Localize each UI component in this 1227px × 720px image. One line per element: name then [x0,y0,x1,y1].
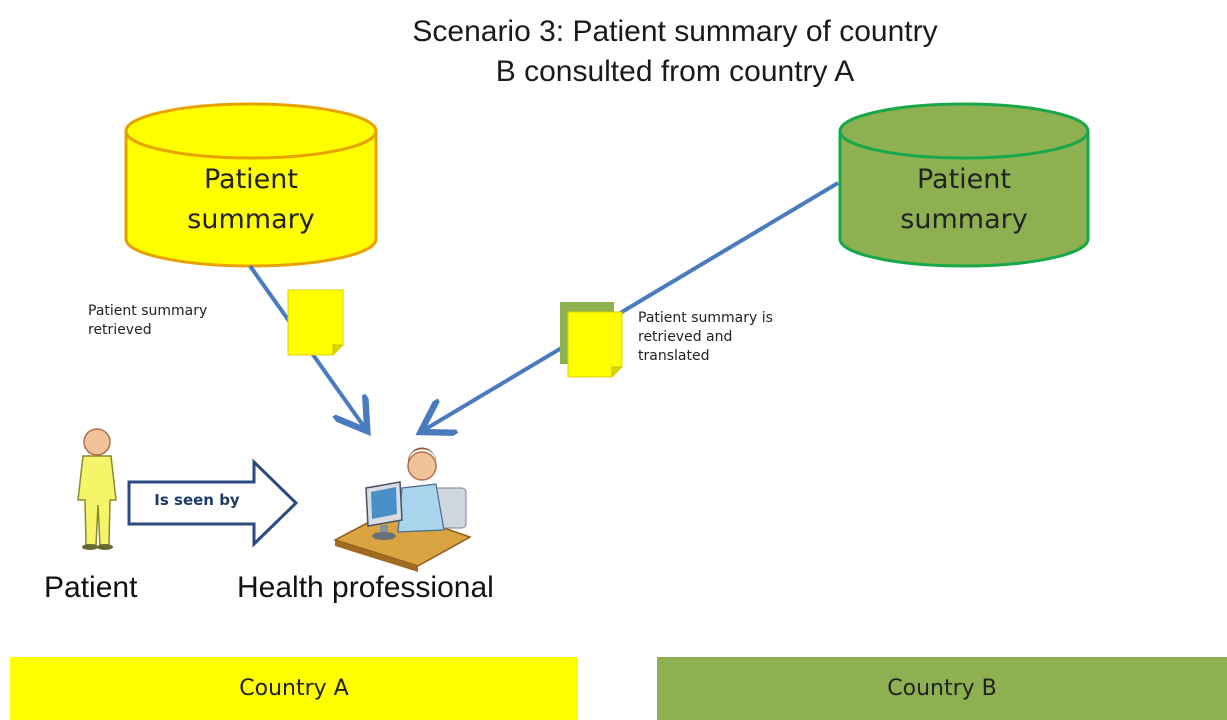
arrow-b-to-professional [424,181,840,430]
database-b-icon [838,102,1090,268]
annotation-b-line2: retrieved and [638,329,733,345]
country-b-bar: Country B [657,657,1227,720]
patient-figure-icon [77,428,117,550]
database-a-label-line2: summary [187,204,315,235]
database-a-label-line1: Patient [203,164,298,195]
diagram-title-line2: B consulted from country A [495,55,855,88]
annotation-a: Patient summary retrieved [88,302,207,340]
annotation-b: Patient summary is retrieved and transla… [638,309,773,366]
database-b-label-line2: summary [900,204,1028,235]
database-b-label-line1: Patient [916,164,1011,195]
database-a-label: Patient summary [151,160,351,240]
annotation-b-line3: translated [638,348,710,364]
country-a-label: Country A [239,676,349,701]
annotation-b-line1: Patient summary is [638,310,773,326]
patient-label: Patient [44,571,138,604]
database-b-label: Patient summary [864,160,1064,240]
diagram-title-line1: Scenario 3: Patient summary of country [412,15,938,48]
health-professional-label: Health professional [237,571,494,604]
is-seen-by-arrow [127,458,299,548]
health-professional-icon [333,447,472,572]
annotation-a-line2: retrieved [88,322,152,338]
database-a-icon [124,102,378,268]
annotation-a-line1: Patient summary [88,303,208,319]
is-seen-by-label: Is seen by [154,491,240,509]
country-b-label: Country B [887,676,997,701]
country-a-bar: Country A [10,657,578,720]
document-b-icon [560,302,623,378]
document-a-icon [287,289,344,356]
